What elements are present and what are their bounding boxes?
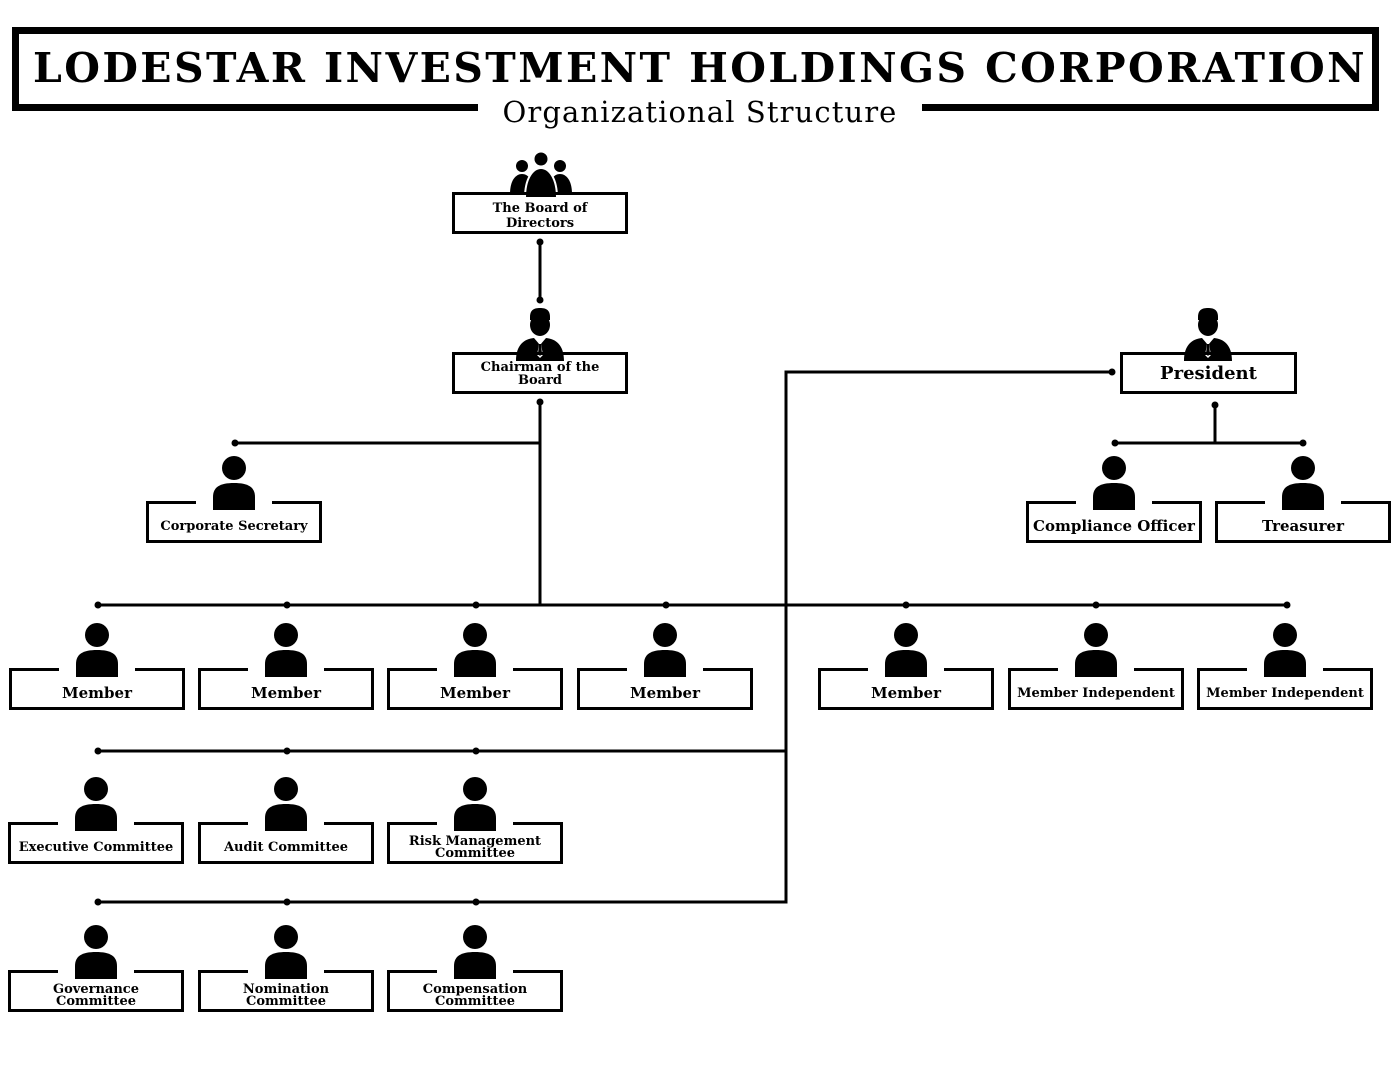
connector-dot: [1092, 601, 1100, 609]
member-4-label: Member: [630, 684, 700, 702]
president-node: [1120, 352, 1297, 394]
person-icon: [58, 777, 134, 831]
person-icon: [627, 623, 703, 677]
page-title: LODESTAR INVESTMENT HOLDINGS CORPORATION: [33, 44, 1367, 92]
person-icon: [868, 623, 944, 677]
compliance-officer-label: Compliance Officer: [1033, 517, 1195, 535]
connector-dot: [231, 439, 239, 447]
person-icon: [437, 623, 513, 677]
treasurer-label: Treasurer: [1262, 517, 1344, 535]
person-icon: [1247, 623, 1323, 677]
person-icon: [437, 777, 513, 831]
connector-dot: [662, 601, 670, 609]
connector-dot: [536, 398, 544, 406]
person-icon: [1076, 456, 1152, 510]
connector-dot: [94, 898, 102, 906]
connector-dot: [1111, 439, 1119, 447]
board-node: [452, 192, 628, 234]
person-icon: [248, 777, 324, 831]
chairman-label: Chairman of the Board: [480, 360, 600, 388]
person-icon: [1265, 456, 1341, 510]
risk-management-committee-label: Risk Management Committee: [408, 834, 542, 861]
person-icon: [196, 456, 272, 510]
group-icon: [510, 150, 572, 198]
connector-dot: [536, 296, 544, 304]
connector-dot: [283, 747, 291, 755]
connector-dot: [1283, 601, 1291, 609]
person-icon: [248, 623, 324, 677]
compensation-committee-label: Compensation Committee: [422, 982, 528, 1009]
member-3-label: Member: [440, 684, 510, 702]
executive-committee-label: Executive Committee: [18, 840, 174, 855]
audit-committee-label: Audit Committee: [223, 840, 349, 855]
page-subtitle: Organizational Structure: [478, 92, 922, 132]
connector-dot: [536, 238, 544, 246]
connector-dot: [472, 898, 480, 906]
board-label: The Board of Directors: [492, 201, 588, 231]
member-independent-1-label: Member Independent: [1017, 686, 1175, 701]
chairman-node: [452, 352, 628, 394]
connector-dot: [1211, 401, 1219, 409]
member-2-label: Member: [251, 684, 321, 702]
member-1-label: Member: [62, 684, 132, 702]
connector-dot: [1108, 368, 1116, 376]
connector-dot: [472, 747, 480, 755]
businessman-icon: [1184, 308, 1232, 361]
connector-dot: [1299, 439, 1307, 447]
president-link-line: [98, 370, 1112, 904]
person-icon: [59, 623, 135, 677]
member-independent-2-label: Member Independent: [1206, 686, 1364, 701]
connector-dot: [94, 747, 102, 755]
nomination-committee-label: Nomination Committee: [242, 982, 330, 1009]
member-5-label: Member: [871, 684, 941, 702]
governance-committee-label: Governance Committee: [53, 982, 139, 1009]
connector-dot: [472, 601, 480, 609]
person-icon: [1058, 623, 1134, 677]
corporate-secretary-label: Corporate Secretary: [160, 519, 308, 534]
connector-dot: [902, 601, 910, 609]
connector-dot: [94, 601, 102, 609]
person-icon: [248, 925, 324, 979]
person-icon: [437, 925, 513, 979]
connector-dot: [283, 601, 291, 609]
president-label: President: [1160, 363, 1257, 384]
person-icon: [58, 925, 134, 979]
connector-dot: [283, 898, 291, 906]
